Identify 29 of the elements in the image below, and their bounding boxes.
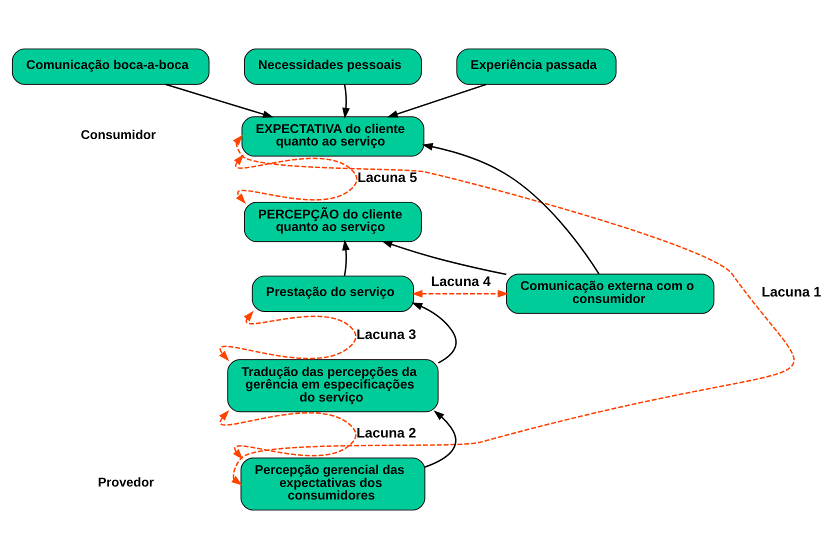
arrow [342, 238, 350, 276]
edge-label: Lacuna 3 [356, 326, 416, 342]
arrow [342, 84, 350, 118]
node-box: Percepção gerencial das expectativas dos consumidores [240, 456, 426, 510]
label: Consumidor [80, 126, 156, 142]
edge-label: Lacuna 5 [358, 169, 418, 184]
arrow [234, 154, 358, 204]
arrow [231, 134, 794, 485]
arrow [386, 83, 486, 118]
node-box: PERCEPÇÃO do cliente quanto ao serviço [244, 201, 422, 242]
node-box: EXPECTATIVA do cliente quanto ao serviço [241, 116, 424, 156]
arrow [382, 240, 506, 275]
arrow [412, 289, 509, 298]
node-box: Tradução das percepções da gerência em especificações do serviço [227, 358, 439, 412]
arrow [219, 410, 356, 460]
arrow [165, 83, 274, 118]
edge-label: Lacuna 1 [762, 284, 822, 299]
label: Provedor [98, 474, 154, 489]
edge-label: Lacuna 4 [430, 274, 491, 289]
node-box: Necessidades pessoais [244, 48, 422, 84]
node-box: Prestação do serviço [252, 275, 414, 312]
node-box: Experiência passada [456, 48, 617, 84]
node-box: Comunicação boca-a-boca [12, 48, 210, 84]
arrow [422, 142, 600, 274]
arrow [219, 310, 356, 361]
node-box: Comunicação externa com o consumidor [506, 273, 714, 314]
arrow [412, 302, 457, 364]
arrow [424, 410, 456, 468]
edge-label: Lacuna 2 [356, 425, 416, 440]
